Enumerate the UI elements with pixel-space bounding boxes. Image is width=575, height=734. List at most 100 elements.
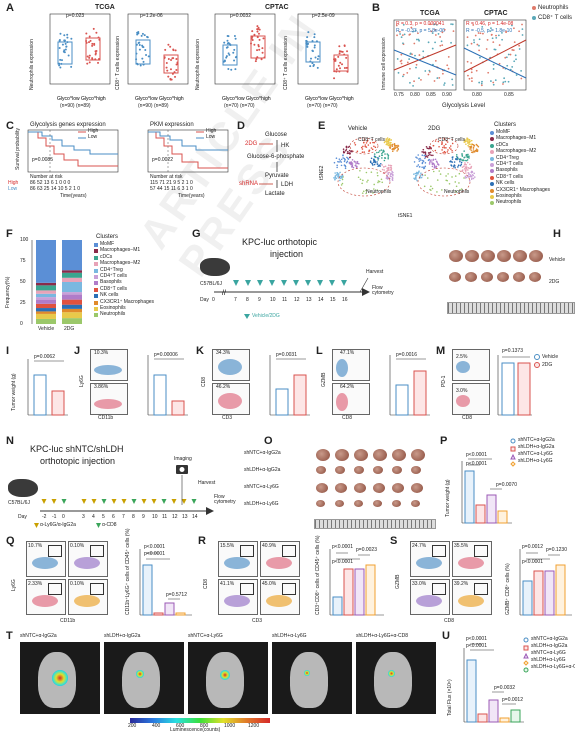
n-dose-marker (91, 499, 97, 504)
k-pct-2: 46.2% (216, 384, 231, 390)
a-point (339, 67, 342, 70)
f-legend-item: CD8⁺T cells (94, 285, 190, 293)
a-point (341, 50, 344, 53)
b-stats-tcga-2: R = -0.33, p = 5.8e-06 (396, 28, 445, 34)
panel-q: Q 10.7%0.10%2.33%0.10% CD11b Ly6G p<0.00… (0, 528, 195, 627)
b-point (480, 84, 483, 87)
e-cell (460, 163, 463, 166)
q-grid-pct: 10.7% (28, 543, 43, 549)
e-cell (383, 150, 385, 152)
e-cell (426, 156, 429, 158)
b-point (481, 80, 483, 83)
e-cell (381, 152, 383, 155)
b-point (409, 53, 412, 55)
b-point (441, 44, 444, 47)
e-cell (414, 172, 417, 175)
b-point (520, 69, 523, 72)
f-legend-item: MoMF (94, 242, 190, 248)
b-point (505, 30, 507, 33)
e-cell (424, 162, 427, 164)
e-cell (472, 148, 475, 150)
j-pct-1: 10.3% (94, 350, 109, 356)
e-cell (341, 182, 344, 185)
a-point (63, 39, 66, 42)
e-cell (472, 150, 475, 152)
e-cell (444, 151, 447, 154)
l-pct-1: 47.1% (340, 350, 355, 356)
a-point (67, 54, 70, 57)
a-point (60, 59, 63, 62)
e-cell (369, 160, 372, 162)
q-p1: p<0.0001 (144, 544, 165, 550)
e-cell (387, 168, 390, 170)
a-point (235, 55, 238, 58)
u-legend-item: shLDH+α-IgG2a (531, 643, 568, 649)
panel-h-label: H (553, 228, 561, 240)
f-legend-label: MoMF (100, 241, 115, 247)
a-point (232, 51, 235, 54)
f-ytick: 0 (20, 321, 23, 327)
e-cell (373, 141, 376, 144)
e-cell (420, 172, 422, 175)
n-strain: C57BL/6J (8, 500, 30, 506)
e-cell (415, 156, 417, 158)
a-point (142, 63, 145, 66)
e-legend-swatch (490, 150, 494, 155)
e-cell (431, 187, 434, 190)
a-point (250, 37, 253, 40)
n-dose-marker (51, 499, 57, 504)
g-timeline: // (214, 277, 370, 319)
e-cell (381, 164, 383, 166)
e-cell (377, 180, 380, 182)
f-legend-swatch (94, 255, 98, 260)
e-cell (373, 183, 375, 186)
n-day-label: 9 (142, 514, 145, 520)
e-cell (443, 146, 446, 149)
e-cell (470, 143, 473, 145)
e-cell (456, 156, 459, 159)
a-point (64, 48, 67, 51)
e-cell (469, 148, 471, 150)
f-legend-item: Eosinophils (94, 305, 190, 312)
e-cell (435, 160, 438, 163)
e-cell (336, 166, 338, 169)
q-p2: p<0.0001 (144, 551, 165, 557)
e-cell (388, 146, 391, 148)
b-point (447, 67, 450, 70)
c-risk-low-2: 57 44 15 11 6 3 1 0 (150, 186, 193, 192)
a-point (92, 27, 95, 30)
b-xlabel: Glycolysis Level (442, 103, 486, 109)
e-cell (346, 160, 349, 163)
e-cell (387, 140, 390, 143)
e-cell (465, 167, 467, 169)
a-point (256, 28, 259, 31)
e-cell (448, 182, 451, 185)
e-cell (463, 150, 465, 152)
svg-text:Glyco^low Glyco^high: Glyco^low Glyco^high (222, 96, 271, 102)
f-bar-segment (62, 308, 82, 313)
e-cell (381, 157, 383, 159)
e-cell (431, 165, 434, 168)
f-ytick: 75 (20, 258, 26, 264)
u-legend-item: shNTC+α-Ly6G (531, 650, 566, 656)
e-cell (421, 151, 423, 153)
panel-t-label: T (6, 630, 13, 642)
a-point (135, 52, 138, 55)
a-point (163, 57, 166, 60)
e-cell (419, 174, 422, 177)
e-cell (369, 142, 372, 144)
a-point (314, 56, 317, 59)
t-mouse-icon (374, 652, 412, 708)
e-cell (472, 146, 475, 149)
e-cell (468, 167, 471, 170)
e-cell (467, 169, 469, 171)
f-legend-label: NK cells (100, 292, 119, 299)
e-legend-swatch (490, 201, 494, 206)
b-point (450, 41, 452, 44)
f-legend-label: CD8⁺T cells (100, 285, 127, 292)
b-point (474, 34, 477, 37)
r-p1: p<0.0001 (332, 544, 353, 550)
e-cell (468, 157, 470, 159)
e-cell (380, 154, 383, 157)
